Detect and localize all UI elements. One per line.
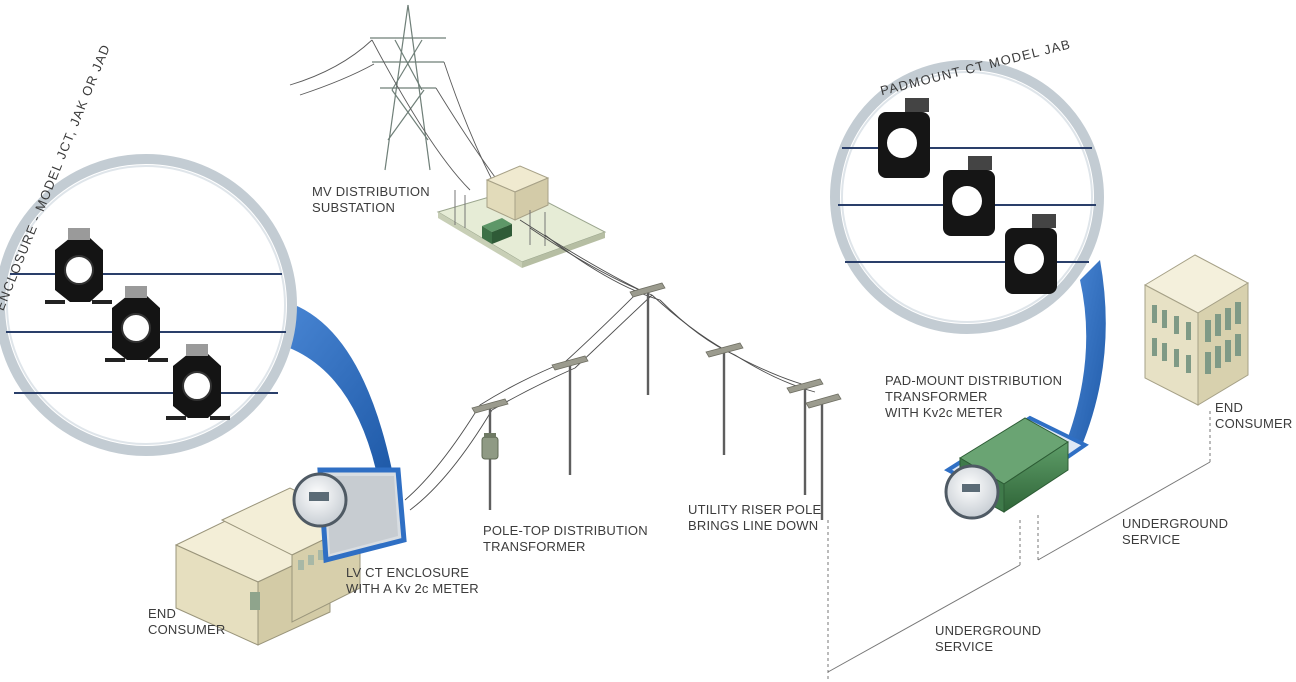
pole-top-transformer bbox=[481, 433, 499, 460]
label-line: END bbox=[148, 606, 177, 621]
distribution-lines bbox=[404, 219, 816, 511]
label-line: WITH A Kv 2c METER bbox=[346, 581, 479, 596]
label-lv-ct-enclosure: LV CT ENCLOSURE WITH A Kv 2c METER bbox=[346, 565, 479, 597]
label-line: MV DISTRIBUTION bbox=[312, 184, 430, 199]
label-line: SERVICE bbox=[935, 639, 994, 654]
label-line: PAD-MOUNT DISTRIBUTION bbox=[885, 373, 1063, 388]
mv-substation bbox=[436, 165, 607, 268]
ct-unit-right-2 bbox=[943, 156, 995, 236]
ct-unit-left-2 bbox=[105, 286, 168, 362]
label-line: SERVICE bbox=[1122, 532, 1181, 547]
label-line: POLE-TOP DISTRIBUTION bbox=[483, 523, 648, 538]
ct-unit-left-1 bbox=[45, 228, 112, 304]
label-pad-mount-transformer: PAD-MOUNT DISTRIBUTION TRANSFORMER WITH … bbox=[885, 373, 1062, 421]
transmission-tower bbox=[370, 4, 446, 171]
label-line: LV CT ENCLOSURE bbox=[346, 565, 470, 580]
label-underground-service-right: UNDERGROUND SERVICE bbox=[1122, 516, 1228, 548]
label-utility-riser-pole: UTILITY RISER POLE BRINGS LINE DOWN bbox=[688, 502, 821, 534]
label-line: TRANSFORMER bbox=[483, 539, 586, 554]
label-end-consumer-left: END CONSUMER bbox=[148, 606, 225, 638]
label-line: END bbox=[1215, 400, 1244, 415]
pad-mount-transformer bbox=[944, 415, 1089, 520]
label-mv-substation: MV DISTRIBUTION SUBSTATION bbox=[312, 184, 430, 216]
label-line: BRINGS LINE DOWN bbox=[688, 518, 819, 533]
label-line: WITH Kv2c METER bbox=[885, 405, 1003, 420]
label-end-consumer-right: END CONSUMER bbox=[1215, 400, 1292, 432]
label-line: UTILITY RISER POLE bbox=[688, 502, 822, 517]
lv-ct-callout: LV CT ENCLOSURE - MODEL JCT, JAK OR JAD bbox=[0, 42, 392, 470]
label-line: SUBSTATION bbox=[312, 200, 396, 215]
crossarms bbox=[471, 282, 842, 414]
utility-poles bbox=[488, 288, 824, 520]
label-line: UNDERGROUND bbox=[935, 623, 1042, 638]
label-line: TRANSFORMER bbox=[885, 389, 988, 404]
ct-unit-right-3 bbox=[1005, 214, 1057, 294]
label-line: UNDERGROUND bbox=[1122, 516, 1229, 531]
label-underground-service-mid: UNDERGROUND SERVICE bbox=[935, 623, 1041, 655]
end-consumer-building-right bbox=[1143, 254, 1250, 406]
ct-unit-right-1 bbox=[878, 98, 930, 178]
label-line: CONSUMER bbox=[148, 622, 226, 637]
lv-ct-enclosure bbox=[292, 467, 407, 564]
underground-service-lines bbox=[827, 408, 1211, 680]
padmount-ct-callout: PADMOUNT CT MODEL JAB bbox=[830, 36, 1106, 450]
label-pole-top-transformer: POLE-TOP DISTRIBUTION TRANSFORMER bbox=[483, 523, 648, 555]
ct-unit-left-3 bbox=[166, 344, 230, 420]
label-line: CONSUMER bbox=[1215, 416, 1293, 431]
